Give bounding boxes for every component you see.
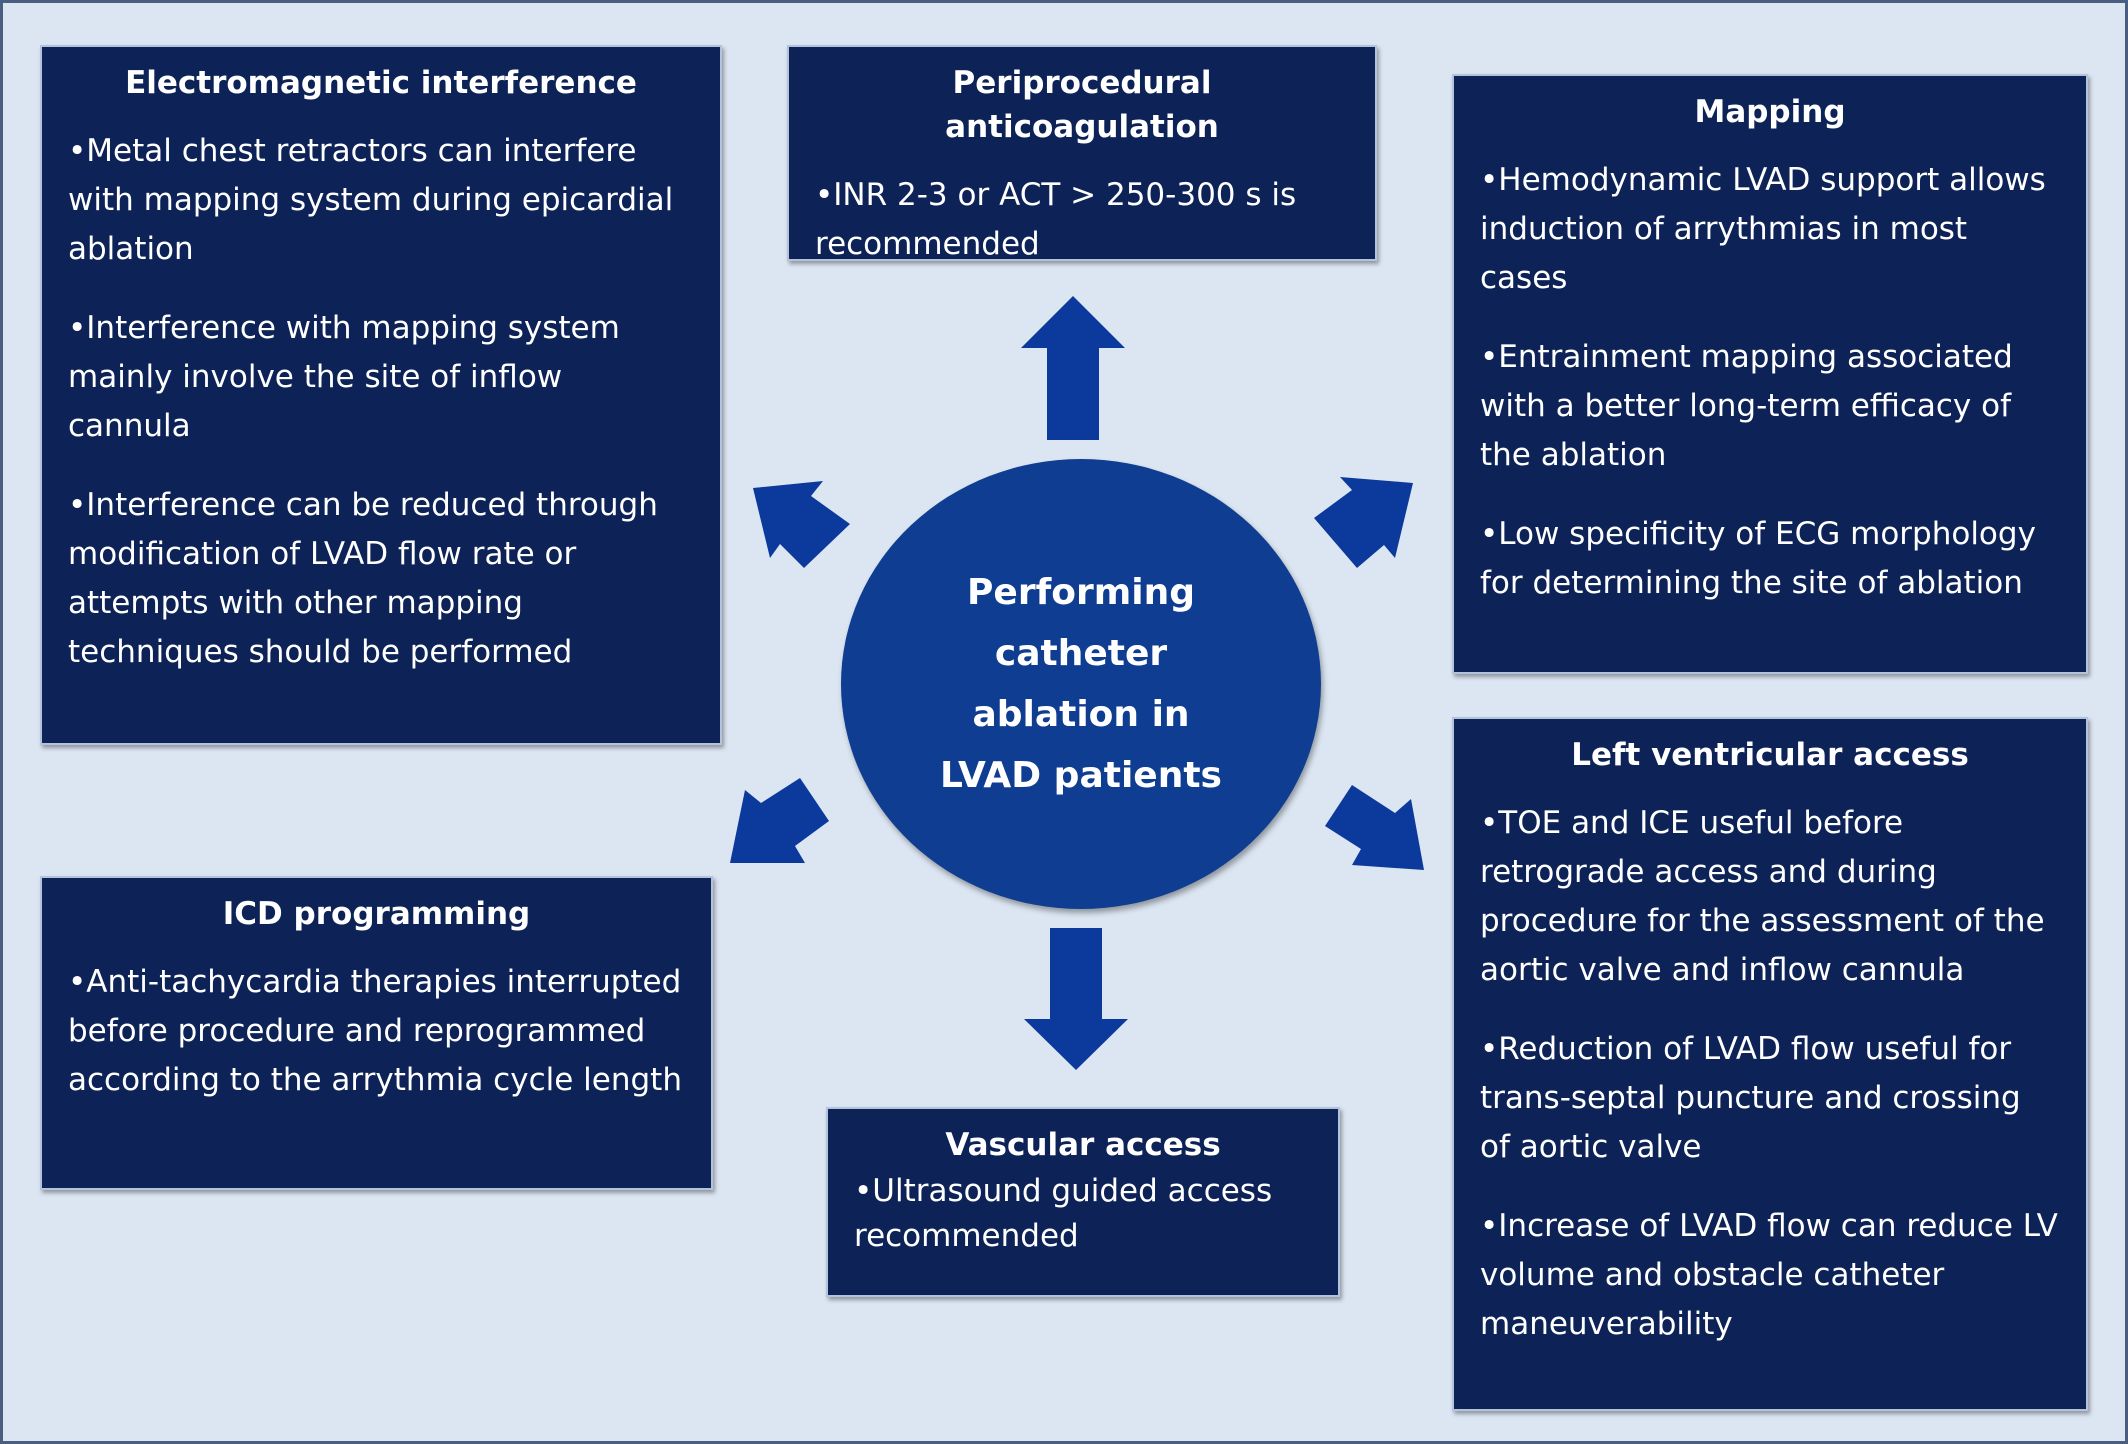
arrows-layer <box>730 296 1424 1070</box>
vascular-access-box: Vascular access •Ultrasound guided acces… <box>826 1107 1340 1297</box>
arrow-up-right <box>1314 477 1413 568</box>
lv-access-bullet-3: •Increase of LVAD flow can reduce LV vol… <box>1480 1208 2058 1342</box>
arrow-up-left <box>753 481 850 568</box>
arrow-down <box>1024 928 1128 1070</box>
left-ventricular-access-box: Left ventricular access •TOE and ICE use… <box>1452 717 2088 1411</box>
electromagnetic-bullet-2: •Interference with mapping system mainly… <box>68 310 620 444</box>
vascular-access-title: Vascular access <box>945 1127 1221 1163</box>
lv-access-bullet-2: •Reduction of LVAD flow useful for trans… <box>1480 1031 2021 1165</box>
arrow-up <box>1021 296 1125 440</box>
periprocedural-anticoagulation-box: Periprocedural anticoagulation •INR 2-3 … <box>787 45 1377 262</box>
mapping-bullet-3: •Low specificity of ECG morphology for d… <box>1480 516 2036 601</box>
center-topic-text: Performing catheter ablation in LVAD pat… <box>940 572 1222 796</box>
mapping-bullet-2: •Entrainment mapping associated with a b… <box>1480 339 2013 473</box>
center-topic-circle: Performing catheter ablation in LVAD pat… <box>841 459 1321 909</box>
electromagnetic-interference-title: Electromagnetic interference <box>125 65 637 101</box>
periprocedural-anticoagulation-title: Periprocedural anticoagulation <box>945 65 1219 145</box>
left-ventricular-access-title: Left ventricular access <box>1571 737 1969 773</box>
electromagnetic-bullet-3: •Interference can be reduced through mod… <box>68 487 658 670</box>
lv-access-bullet-1: •TOE and ICE useful before retrograde ac… <box>1480 805 2045 988</box>
anticoagulation-bullet-1: •INR 2-3 or ACT > 250-300 s is recommend… <box>815 177 1297 262</box>
icd-bullet-1: •Anti-tachycardia therapies interrupted … <box>68 964 682 1098</box>
arrow-down-right <box>1325 785 1424 870</box>
icd-programming-title: ICD programming <box>222 896 531 932</box>
mapping-title: Mapping <box>1694 94 1846 130</box>
mapping-bullet-1: •Hemodynamic LVAD support allows inducti… <box>1480 162 2046 296</box>
vascular-bullet-1: •Ultrasound guided access recommended <box>854 1173 1273 1254</box>
electromagnetic-interference-box: Electromagnetic interference •Metal ches… <box>40 45 722 745</box>
electromagnetic-bullet-1: •Metal chest retractors can interfere wi… <box>68 133 674 267</box>
mapping-box: Mapping •Hemodynamic LVAD support allows… <box>1452 74 2088 674</box>
arrow-down-left <box>730 778 829 863</box>
icd-programming-box: ICD programming •Anti-tachycardia therap… <box>40 876 713 1190</box>
